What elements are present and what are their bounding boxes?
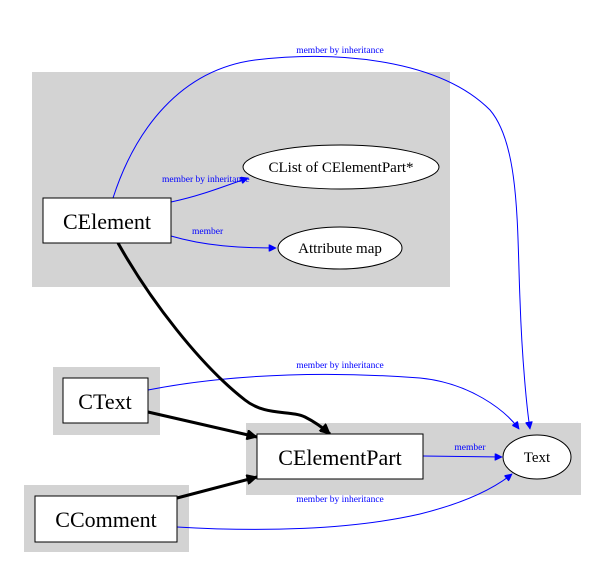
node-attribute-map: Attribute map	[277, 226, 403, 270]
label-ccomment-to-text: member by inheritance	[296, 495, 384, 505]
edge-ccomment-to-celementpart	[176, 477, 257, 500]
label-celement-to-clist: member by inheritance	[162, 175, 250, 185]
node-celementpart: CElementPart	[256, 433, 424, 480]
node-celementpart-label: CElementPart	[278, 445, 401, 470]
edge-celement-to-text	[112, 56, 530, 429]
edge-celement-to-clist	[170, 178, 248, 203]
node-ccomment: CComment	[34, 495, 178, 543]
node-text: Text	[502, 434, 572, 480]
node-attribute-map-label: Attribute map	[298, 241, 382, 257]
node-ctext-label: CText	[78, 389, 131, 414]
edge-celement-to-celementpart	[116, 242, 331, 436]
node-clist-label: CList of CElementPart*	[269, 160, 414, 176]
node-clist: CList of CElementPart*	[242, 144, 440, 190]
label-celement-to-text: member by inheritance	[296, 46, 384, 56]
node-celement-label: CElement	[63, 209, 151, 234]
edge-celementpart-to-text	[422, 456, 502, 457]
label-celementpart-to-text: member	[454, 443, 486, 453]
edge-ctext-to-text	[147, 373, 519, 429]
edge-ctext-to-celementpart	[147, 410, 257, 437]
label-celement-to-attribute-map: member	[192, 227, 224, 237]
node-ctext: CText	[62, 377, 149, 424]
node-text-label: Text	[524, 450, 551, 466]
edge-ccomment-to-text	[176, 474, 512, 530]
label-ctext-to-text: member by inheritance	[296, 361, 384, 371]
node-ccomment-label: CComment	[55, 507, 156, 532]
node-celement: CElement	[42, 197, 172, 244]
edge-celement-to-attribute-map	[170, 235, 276, 248]
